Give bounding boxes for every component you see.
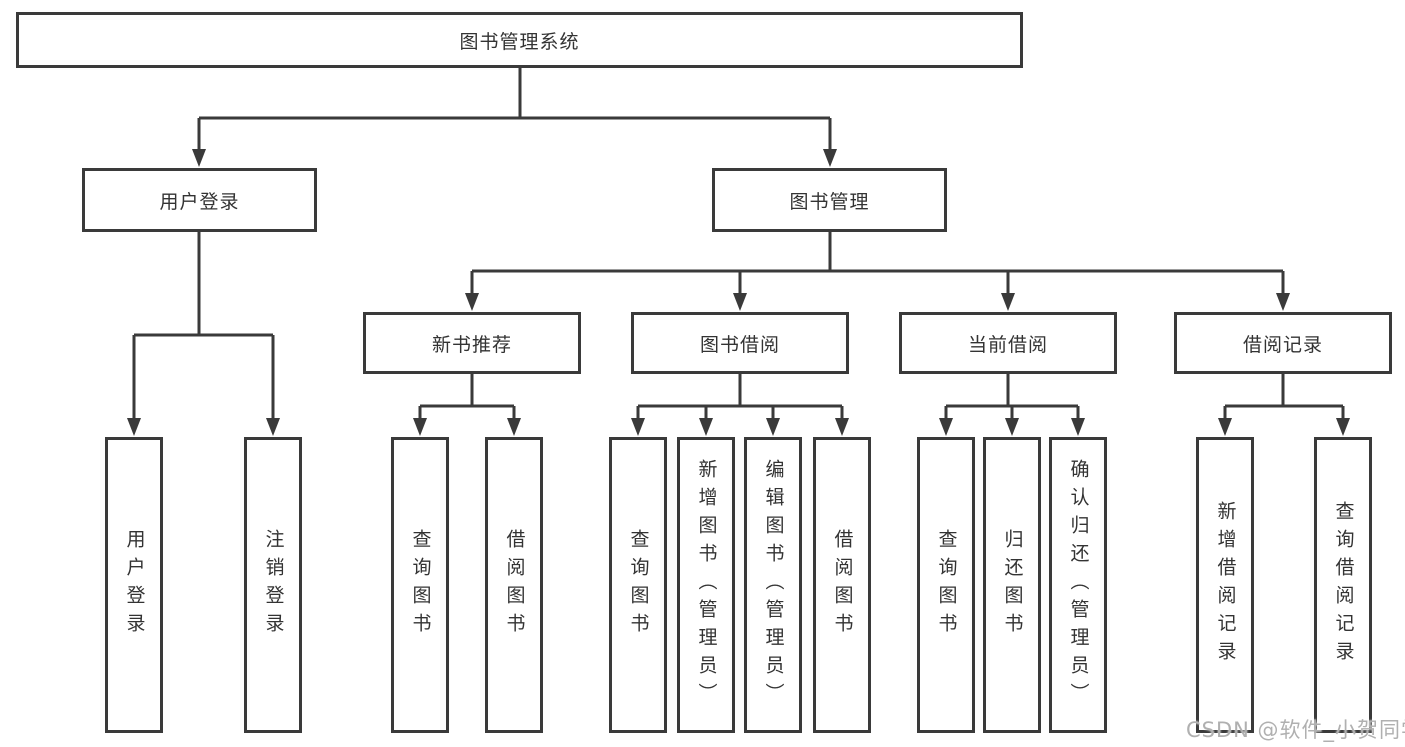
node-user-login: 用户登录 bbox=[82, 168, 317, 232]
node-leaf-cb-return-books: 归还图书 bbox=[983, 437, 1041, 733]
connector-book-mgmt-to-level3 bbox=[465, 230, 1290, 311]
connector-book-borrow-to-leaves bbox=[631, 371, 849, 436]
node-leaf-rec-query-books: 查询图书 bbox=[391, 437, 449, 733]
node-leaf-bb-edit-books: 编辑图书（管理员） bbox=[744, 437, 802, 733]
node-borrow-records: 借阅记录 bbox=[1174, 312, 1392, 374]
connector-root-to-level2 bbox=[192, 67, 837, 167]
connector-current-borrow-to-leaves bbox=[939, 371, 1085, 436]
node-leaf-bb-query-books: 查询图书 bbox=[609, 437, 667, 733]
node-leaf-bb-add-books: 新增图书（管理员） bbox=[677, 437, 735, 733]
node-book-mgmt: 图书管理 bbox=[712, 168, 947, 232]
node-book-borrow: 图书借阅 bbox=[631, 312, 849, 374]
watermark: CSDN @软件_小贺同学 bbox=[1186, 718, 1405, 742]
node-leaf-bb-borrow-books: 借阅图书 bbox=[813, 437, 871, 733]
node-leaf-cb-confirm-return: 确认归还（管理员） bbox=[1049, 437, 1107, 733]
node-new-book-rec: 新书推荐 bbox=[363, 312, 581, 374]
node-leaf-br-query-record: 查询借阅记录 bbox=[1314, 437, 1372, 733]
node-root: 图书管理系统 bbox=[16, 12, 1023, 68]
node-leaf-rec-borrow-books: 借阅图书 bbox=[485, 437, 543, 733]
node-current-borrow: 当前借阅 bbox=[899, 312, 1117, 374]
connector-new-book-rec-to-leaves bbox=[413, 371, 521, 436]
node-leaf-br-add-record: 新增借阅记录 bbox=[1196, 437, 1254, 733]
connector-user-login-to-leaves bbox=[127, 230, 280, 436]
node-leaf-logout: 注销登录 bbox=[244, 437, 302, 733]
connector-borrow-records-to-leaves bbox=[1218, 371, 1350, 436]
node-leaf-user-login: 用户登录 bbox=[105, 437, 163, 733]
node-leaf-cb-query-books: 查询图书 bbox=[917, 437, 975, 733]
